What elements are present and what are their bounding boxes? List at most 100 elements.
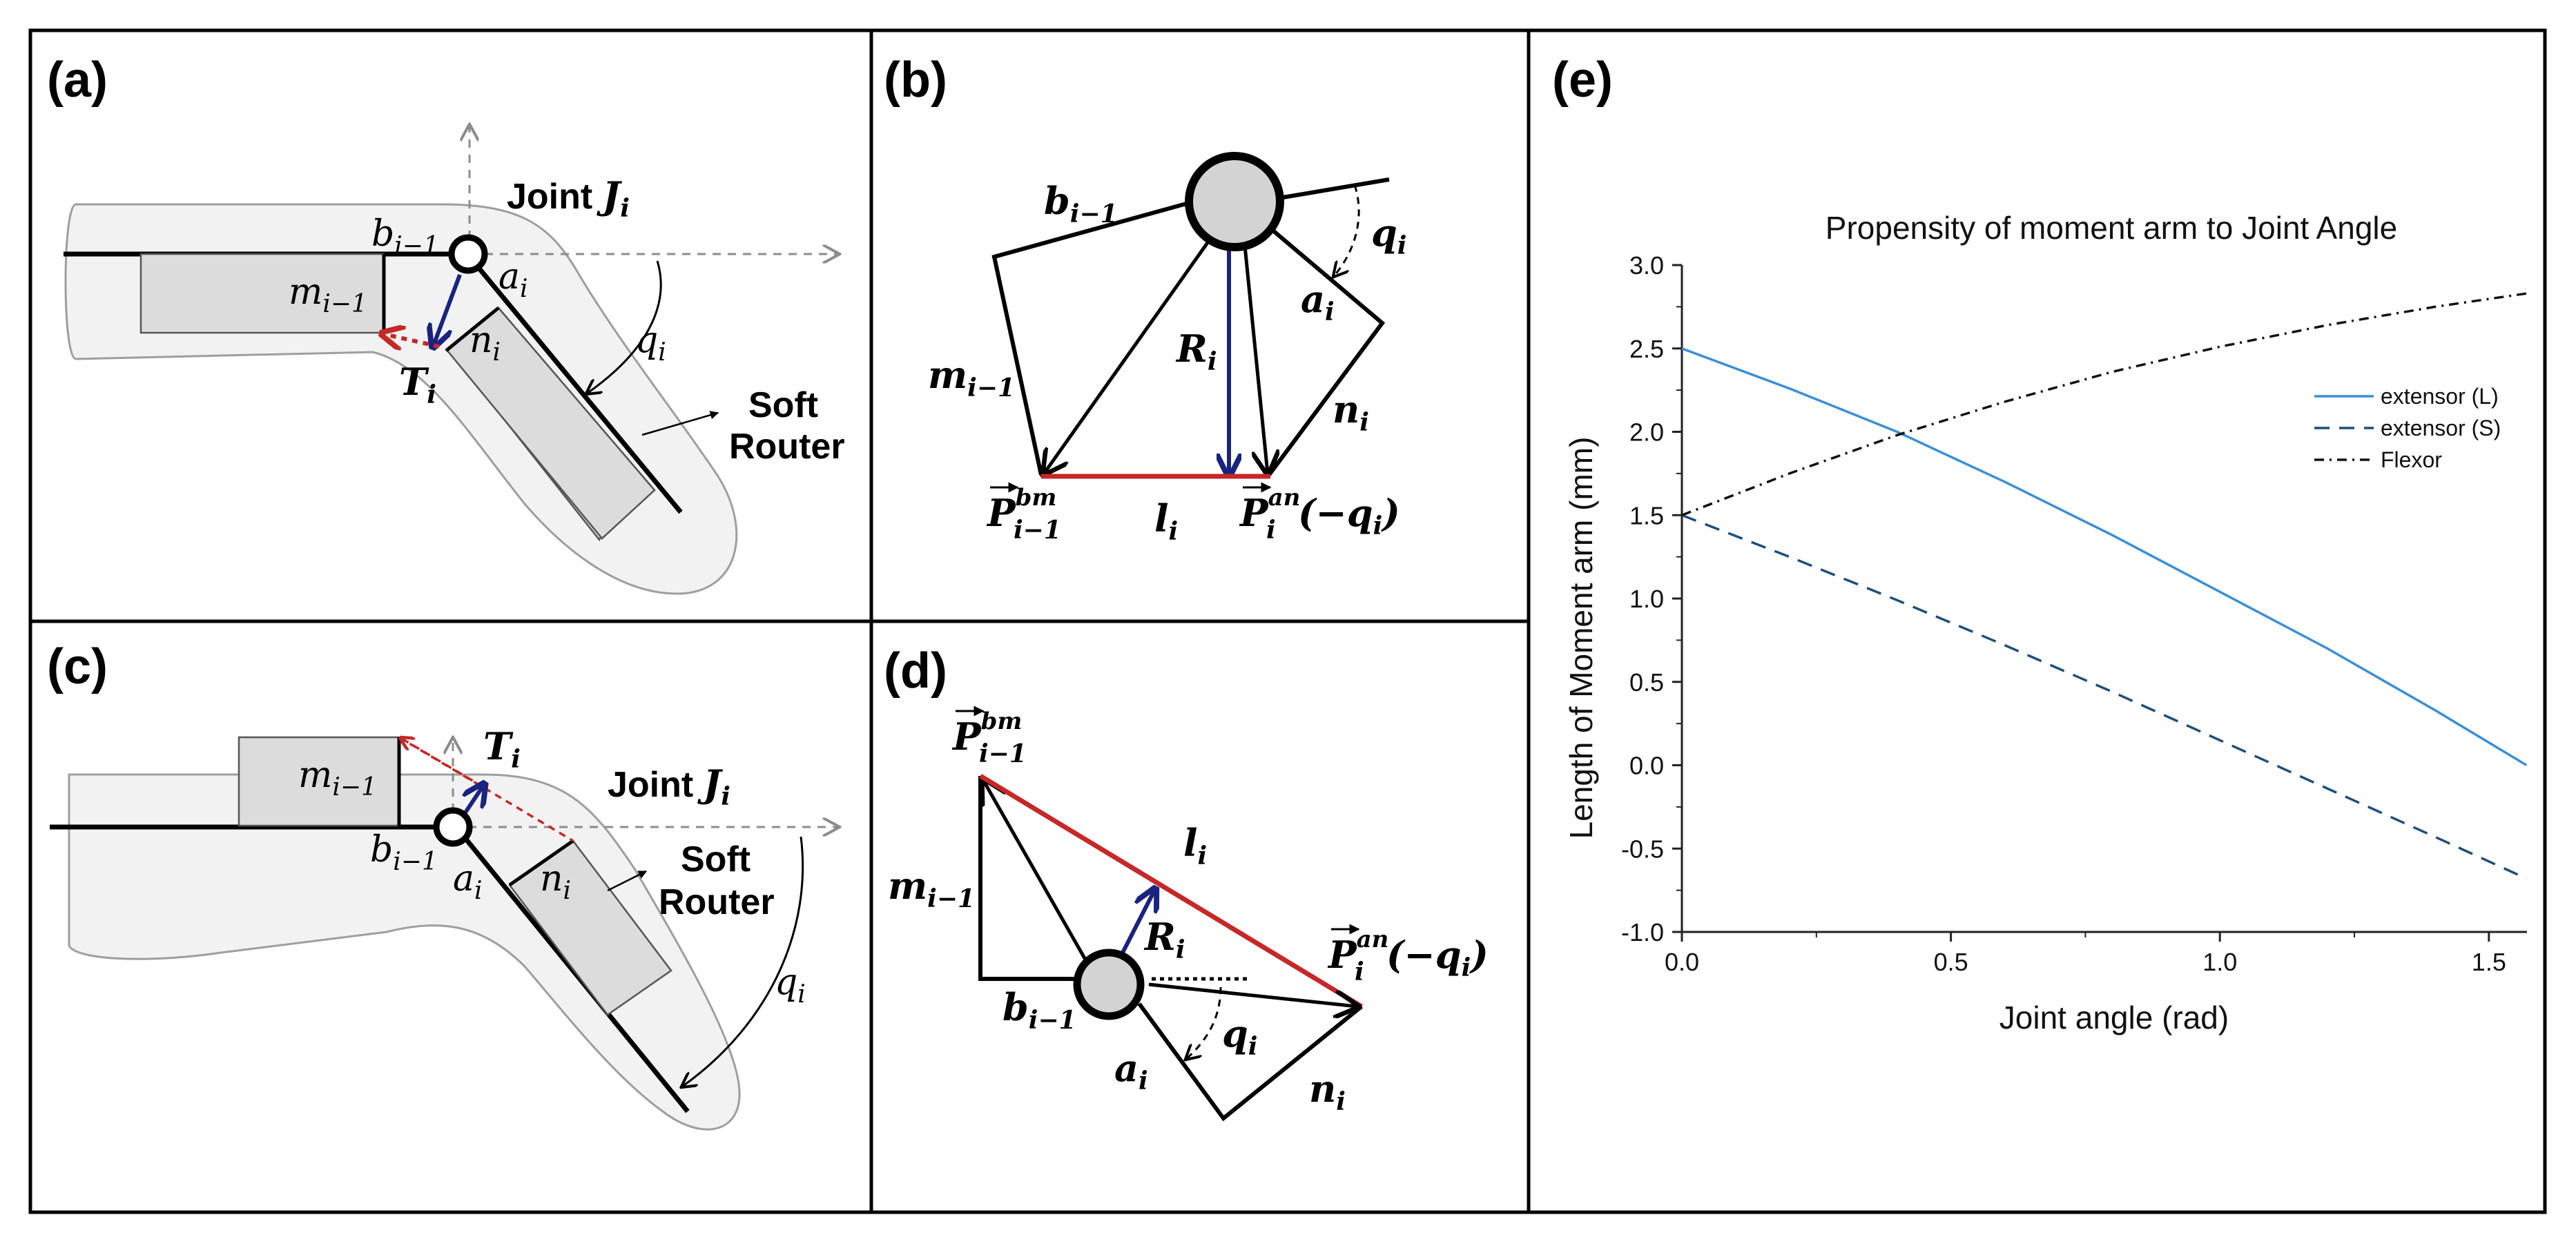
- c-proximal-body: [238, 736, 400, 827]
- y-tick-label: 2.0: [1629, 418, 1664, 447]
- y-tick-label: 2.5: [1629, 335, 1664, 363]
- c-n-segment: [508, 839, 574, 887]
- d-a-n-links: [1137, 1002, 1363, 1122]
- d-arrow-to-Pan: [1148, 982, 1357, 1007]
- series-line-1: [1681, 347, 2528, 766]
- panel-c-label: (c): [47, 639, 108, 694]
- d-b-label: bi−1: [1003, 985, 1076, 1035]
- n-segment: [445, 307, 500, 352]
- panel-a: (a) Joint Ji bi−1 ai mi−1 ni qi Ti: [47, 52, 845, 595]
- chart-legend: extensor (L) extensor (S) Flexor: [2314, 384, 2501, 472]
- c-router-label-1: Soft: [681, 839, 750, 879]
- d-R-arrow: [1121, 891, 1154, 954]
- c-m-label: mi−1: [298, 755, 377, 801]
- b-Pbm-label: Pbm i−1: [986, 482, 1061, 545]
- joint-circle: [448, 234, 488, 274]
- b-a-label: ai: [1301, 277, 1335, 327]
- b-joint-circle: [1185, 152, 1284, 251]
- chart-series: [1681, 292, 2528, 880]
- d-joint-circle: [1073, 949, 1145, 1020]
- y-tick-label: 1.5: [1629, 501, 1664, 529]
- c-b-label: bi−1: [370, 829, 438, 876]
- y-tick-label: 3.0: [1629, 251, 1664, 280]
- c-q-arc: [682, 836, 804, 1087]
- c-joint-circle: [433, 807, 473, 847]
- y-tick-label: -0.5: [1621, 835, 1664, 863]
- b-n-label: ni: [1333, 387, 1369, 437]
- d-Pan-label: Pan i (−qi): [1327, 924, 1489, 986]
- panel-a-label: (a): [47, 52, 108, 108]
- d-m-b-links: [978, 776, 1083, 981]
- n-label: ni: [469, 320, 501, 367]
- d-n-label: ni: [1309, 1067, 1346, 1116]
- c-T-label: Ti: [483, 724, 521, 774]
- tension-arrow: [384, 334, 440, 347]
- series-line-2: [1681, 514, 2528, 880]
- panel-b-label: (b): [884, 52, 947, 108]
- b-Pan-label: Pan i (−qi): [1239, 482, 1400, 545]
- c-joint-label: Joint Ji: [608, 761, 730, 811]
- chart-axes: -1.0 -0.5 0.0 0.5 1.0 1.5 2.0 2.5 3.0 0.0 0.5 1.0 1.…: [1621, 251, 2527, 976]
- arrow-to-Pbm: [1044, 231, 1217, 474]
- proximal-body: [139, 253, 385, 334]
- panel-d-label: (d): [884, 643, 947, 699]
- router-pointer: [641, 411, 719, 436]
- d-Pbm-label: Pbm i−1: [951, 706, 1027, 768]
- panel-d: (d) Pbm i−1 li mi−1 Ri Pan i (−qi) bi−1 …: [884, 643, 1489, 1122]
- d-l-line: [979, 774, 1363, 1009]
- legend-label: extensor (S): [2381, 416, 2501, 440]
- x-tick-label: 1.0: [2202, 948, 2237, 976]
- panel-e: (e) Propensity of moment arm to Joint An…: [1552, 52, 2528, 1035]
- chart-title: Propensity of moment arm to Joint Angle: [1826, 210, 2397, 246]
- c-router-label-2: Router: [659, 882, 775, 922]
- legend-label: extensor (L): [2381, 384, 2499, 409]
- a-label: ai: [498, 256, 528, 303]
- panel-c: (c) mi−1 Ti Joint Ji bi−1 ai ni qi Soft …: [47, 639, 838, 1131]
- b-R-label: Ri: [1175, 327, 1217, 376]
- distal-link: [474, 263, 683, 514]
- b-right-link: [1282, 177, 1390, 200]
- y-tick-label: 0.0: [1629, 752, 1664, 780]
- svg-text:Pan: Pan: [1239, 484, 1300, 535]
- joint-label: Joint Ji: [507, 173, 630, 223]
- svg-text:i: i: [1355, 957, 1364, 986]
- b-m-label: mi−1: [928, 353, 1015, 402]
- x-axis-label: Joint angle (rad): [1999, 1000, 2229, 1035]
- navy-arrow: [434, 273, 462, 345]
- series-line-3: [1681, 292, 2527, 516]
- y-axis-label: Length of Moment arm (mm): [1563, 437, 1599, 839]
- router-label-1: Soft: [748, 385, 818, 425]
- d-m-label: mi−1: [888, 864, 975, 913]
- svg-text:(−qi): (−qi): [1386, 933, 1489, 982]
- y-tick-label: -1.0: [1621, 918, 1664, 946]
- legend-label: Flexor: [2381, 447, 2442, 472]
- router-label-2: Router: [729, 427, 845, 467]
- a-n-links: [1263, 222, 1386, 476]
- c-n-label: ni: [540, 858, 571, 905]
- svg-text:Pbm: Pbm: [951, 708, 1022, 759]
- d-q-arc: [1186, 986, 1222, 1059]
- arrow-to-Pan: [1242, 238, 1268, 474]
- c-router-pointer: [607, 870, 648, 892]
- c-q-label: qi: [775, 962, 806, 1009]
- d-l-label: li: [1183, 821, 1207, 871]
- panel-b: (b) bi−1 qi ai Ri mi−1 ni li Pbm i−1 Pan: [884, 52, 1406, 546]
- d-q-label: qi: [1222, 1011, 1257, 1061]
- y-tick-label: 0.5: [1629, 668, 1664, 697]
- b-b-label: bi−1: [1044, 179, 1118, 228]
- svg-text:(−qi): (−qi): [1298, 491, 1400, 541]
- svg-text:Pbm: Pbm: [986, 484, 1056, 535]
- y-tick-label: 1.0: [1629, 585, 1664, 613]
- svg-text:i: i: [1266, 516, 1276, 545]
- x-tick-label: 1.5: [2472, 948, 2506, 976]
- d-arrow-to-Pbm: [983, 780, 1093, 971]
- svg-text:Pan: Pan: [1327, 926, 1388, 977]
- b-label: bi−1: [371, 213, 439, 260]
- T-label: Ti: [399, 360, 436, 409]
- x-tick-label: 0.5: [1934, 948, 1968, 976]
- svg-text:i−1: i−1: [979, 739, 1027, 768]
- d-a-label: ai: [1114, 1046, 1148, 1096]
- d-R-label: Ri: [1143, 915, 1185, 964]
- x-tick-label: 0.0: [1665, 948, 1699, 976]
